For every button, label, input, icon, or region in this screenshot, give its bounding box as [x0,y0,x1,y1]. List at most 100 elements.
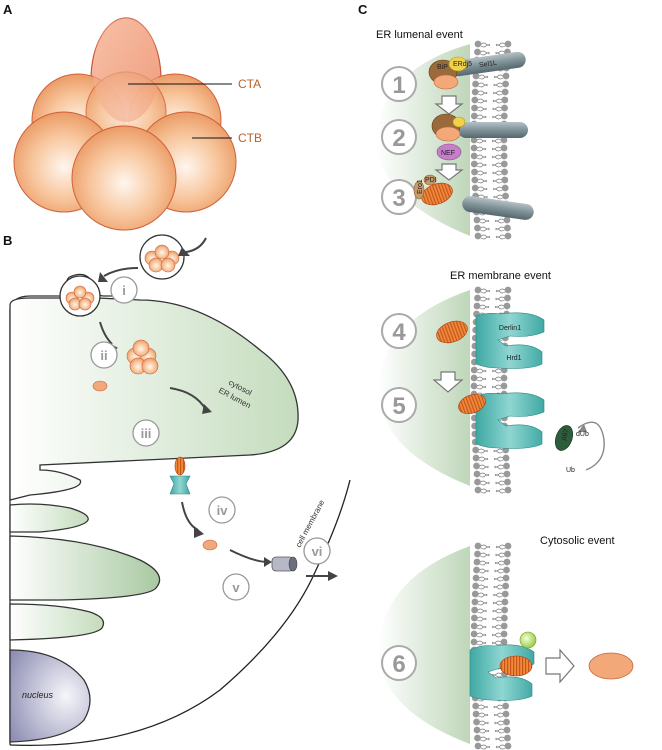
ubiquitin-cycle-arrowhead [578,424,587,432]
lipid-tail [493,82,503,88]
lipid-tail [477,178,488,184]
lipid-tail [493,584,503,590]
vesicle-top [139,234,185,280]
lipid-tail [478,704,488,710]
lipid-tail [491,138,502,144]
step-number-3: 3 [381,179,417,215]
lipid-tail [480,234,491,240]
lipid-tail [491,368,502,374]
cta1-cytosol [202,539,218,551]
lipid-head [473,726,481,734]
lipid-tail [492,600,503,606]
lipid-head [474,48,481,56]
lipid-head [502,702,510,710]
lipid-tail [494,464,504,470]
lipid-head [501,168,508,176]
pdi-ero1-complex: PDI Ero1 [413,174,453,206]
lipid-head [501,590,509,598]
lipid-tail [495,544,506,550]
lipid-tail [476,146,487,152]
lipid-tail [480,288,491,294]
down-arrow-4 [432,371,464,393]
lipid-tail [492,178,503,184]
lipid-tail [494,304,505,310]
step-i: i [110,276,138,304]
lipid-tail [492,170,502,176]
lipid-head [474,734,481,742]
lipid-tail [479,568,489,574]
lipid-tail [494,568,504,574]
sel1l-transmembrane-1: Sel1L [450,51,526,77]
lipid-head [504,40,512,48]
lipid-tail [478,576,489,582]
lipid-head [471,168,478,176]
nef-label: NEF [441,150,455,157]
lipid-head [471,104,478,112]
lipid-head [504,734,511,742]
lipid-tail [477,106,487,112]
lipid-head [500,136,508,144]
svg-text:1: 1 [392,72,405,99]
p97-atpase: p97 [554,425,574,451]
lipid-head [501,606,509,614]
lipid-head [472,454,480,462]
ctb-label: CTB [238,131,262,145]
ubiquitin-cycle-arrow [577,421,605,471]
nucleus-label: nucleus [22,690,54,700]
lipid-tail [480,226,490,232]
lipid-head [474,286,482,294]
cytosolic-event-title: Cytosolic event [540,535,615,547]
lipid-head [500,630,508,638]
lipid-tail [477,600,488,606]
lipid-head [471,88,479,96]
lipid-tail [480,488,491,494]
cta1-step4 [436,320,468,344]
lipid-head [501,184,509,192]
lipid-tail [495,744,506,750]
lipid-tail [479,728,490,734]
er-cisterna-2 [9,535,161,601]
lipid-head [504,232,512,240]
bip-erdj5-complex-1: BiP ERdj5 [428,56,472,90]
lipid-tail [495,288,506,294]
lipid-head [470,152,478,160]
lipid-head [470,366,478,374]
lipid-tail [479,304,490,310]
lipid-tail [495,226,505,232]
lipid-tail [477,90,488,96]
lipid-tail [491,640,502,646]
svg-text:4: 4 [392,319,406,346]
lipid-head [473,462,480,470]
lipid-tail [495,234,506,240]
er-lumenal-event-title: ER lumenal event [376,29,463,41]
lipid-head [474,224,481,232]
lipid-tail [478,448,488,454]
cta-overlay [93,18,159,122]
lipid-tail [480,544,491,550]
retrotranslocon-b [169,456,191,495]
lipid-head [472,72,480,80]
lipid-tail [480,480,490,486]
lipid-tail [478,584,488,590]
lipid-tail [476,384,487,390]
svg-text:5: 5 [392,393,405,420]
cta1-step5 [458,393,486,415]
bip-label: BiP [437,64,448,71]
lipid-tail [494,218,505,224]
er-membrane-event-title: ER membrane event [450,270,551,282]
lipid-tail [491,624,502,630]
lipid-head [472,702,480,710]
cholera-toxin-model [13,17,237,231]
lipid-head [473,718,480,726]
cta1-fragment [92,380,108,392]
lipid-head [473,470,481,478]
lipid-tail [479,472,490,478]
lipid-tail [480,744,491,750]
sel1l-transmembrane-2 [458,122,528,138]
lipid-tail [493,448,503,454]
ubiquitin-ball [519,631,537,649]
step-number-6: 6 [381,645,417,681]
er-cisterna-1 [9,503,89,533]
step-number-4: 4 [381,313,417,349]
lipid-head [470,374,478,382]
